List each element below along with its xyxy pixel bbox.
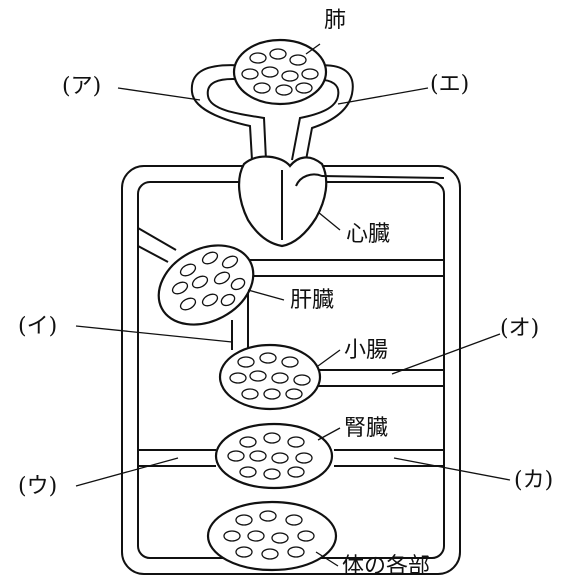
liver <box>157 244 255 326</box>
heart <box>238 155 445 248</box>
pulmonary-vessels <box>190 64 354 161</box>
label-ka: (カ) <box>514 468 554 493</box>
label-o: (オ) <box>500 316 540 341</box>
leader-lines <box>75 43 511 567</box>
liver-label: 肝臓 <box>290 288 335 313</box>
label-u: (ウ) <box>18 474 58 499</box>
lung-label: 肺 <box>324 8 347 33</box>
label-e: (エ) <box>430 72 470 97</box>
small-intestine <box>218 343 322 411</box>
lung <box>232 38 328 106</box>
label-a: (ア) <box>62 74 102 99</box>
small-intestine-label: 小腸 <box>344 338 389 363</box>
kidney <box>214 422 334 490</box>
body-parts-label: 体の各部 <box>342 554 431 579</box>
kidney-label: 腎臓 <box>344 416 389 441</box>
heart-label: 心臓 <box>346 222 391 247</box>
body-parts <box>206 500 338 572</box>
label-i: (イ) <box>18 314 58 339</box>
